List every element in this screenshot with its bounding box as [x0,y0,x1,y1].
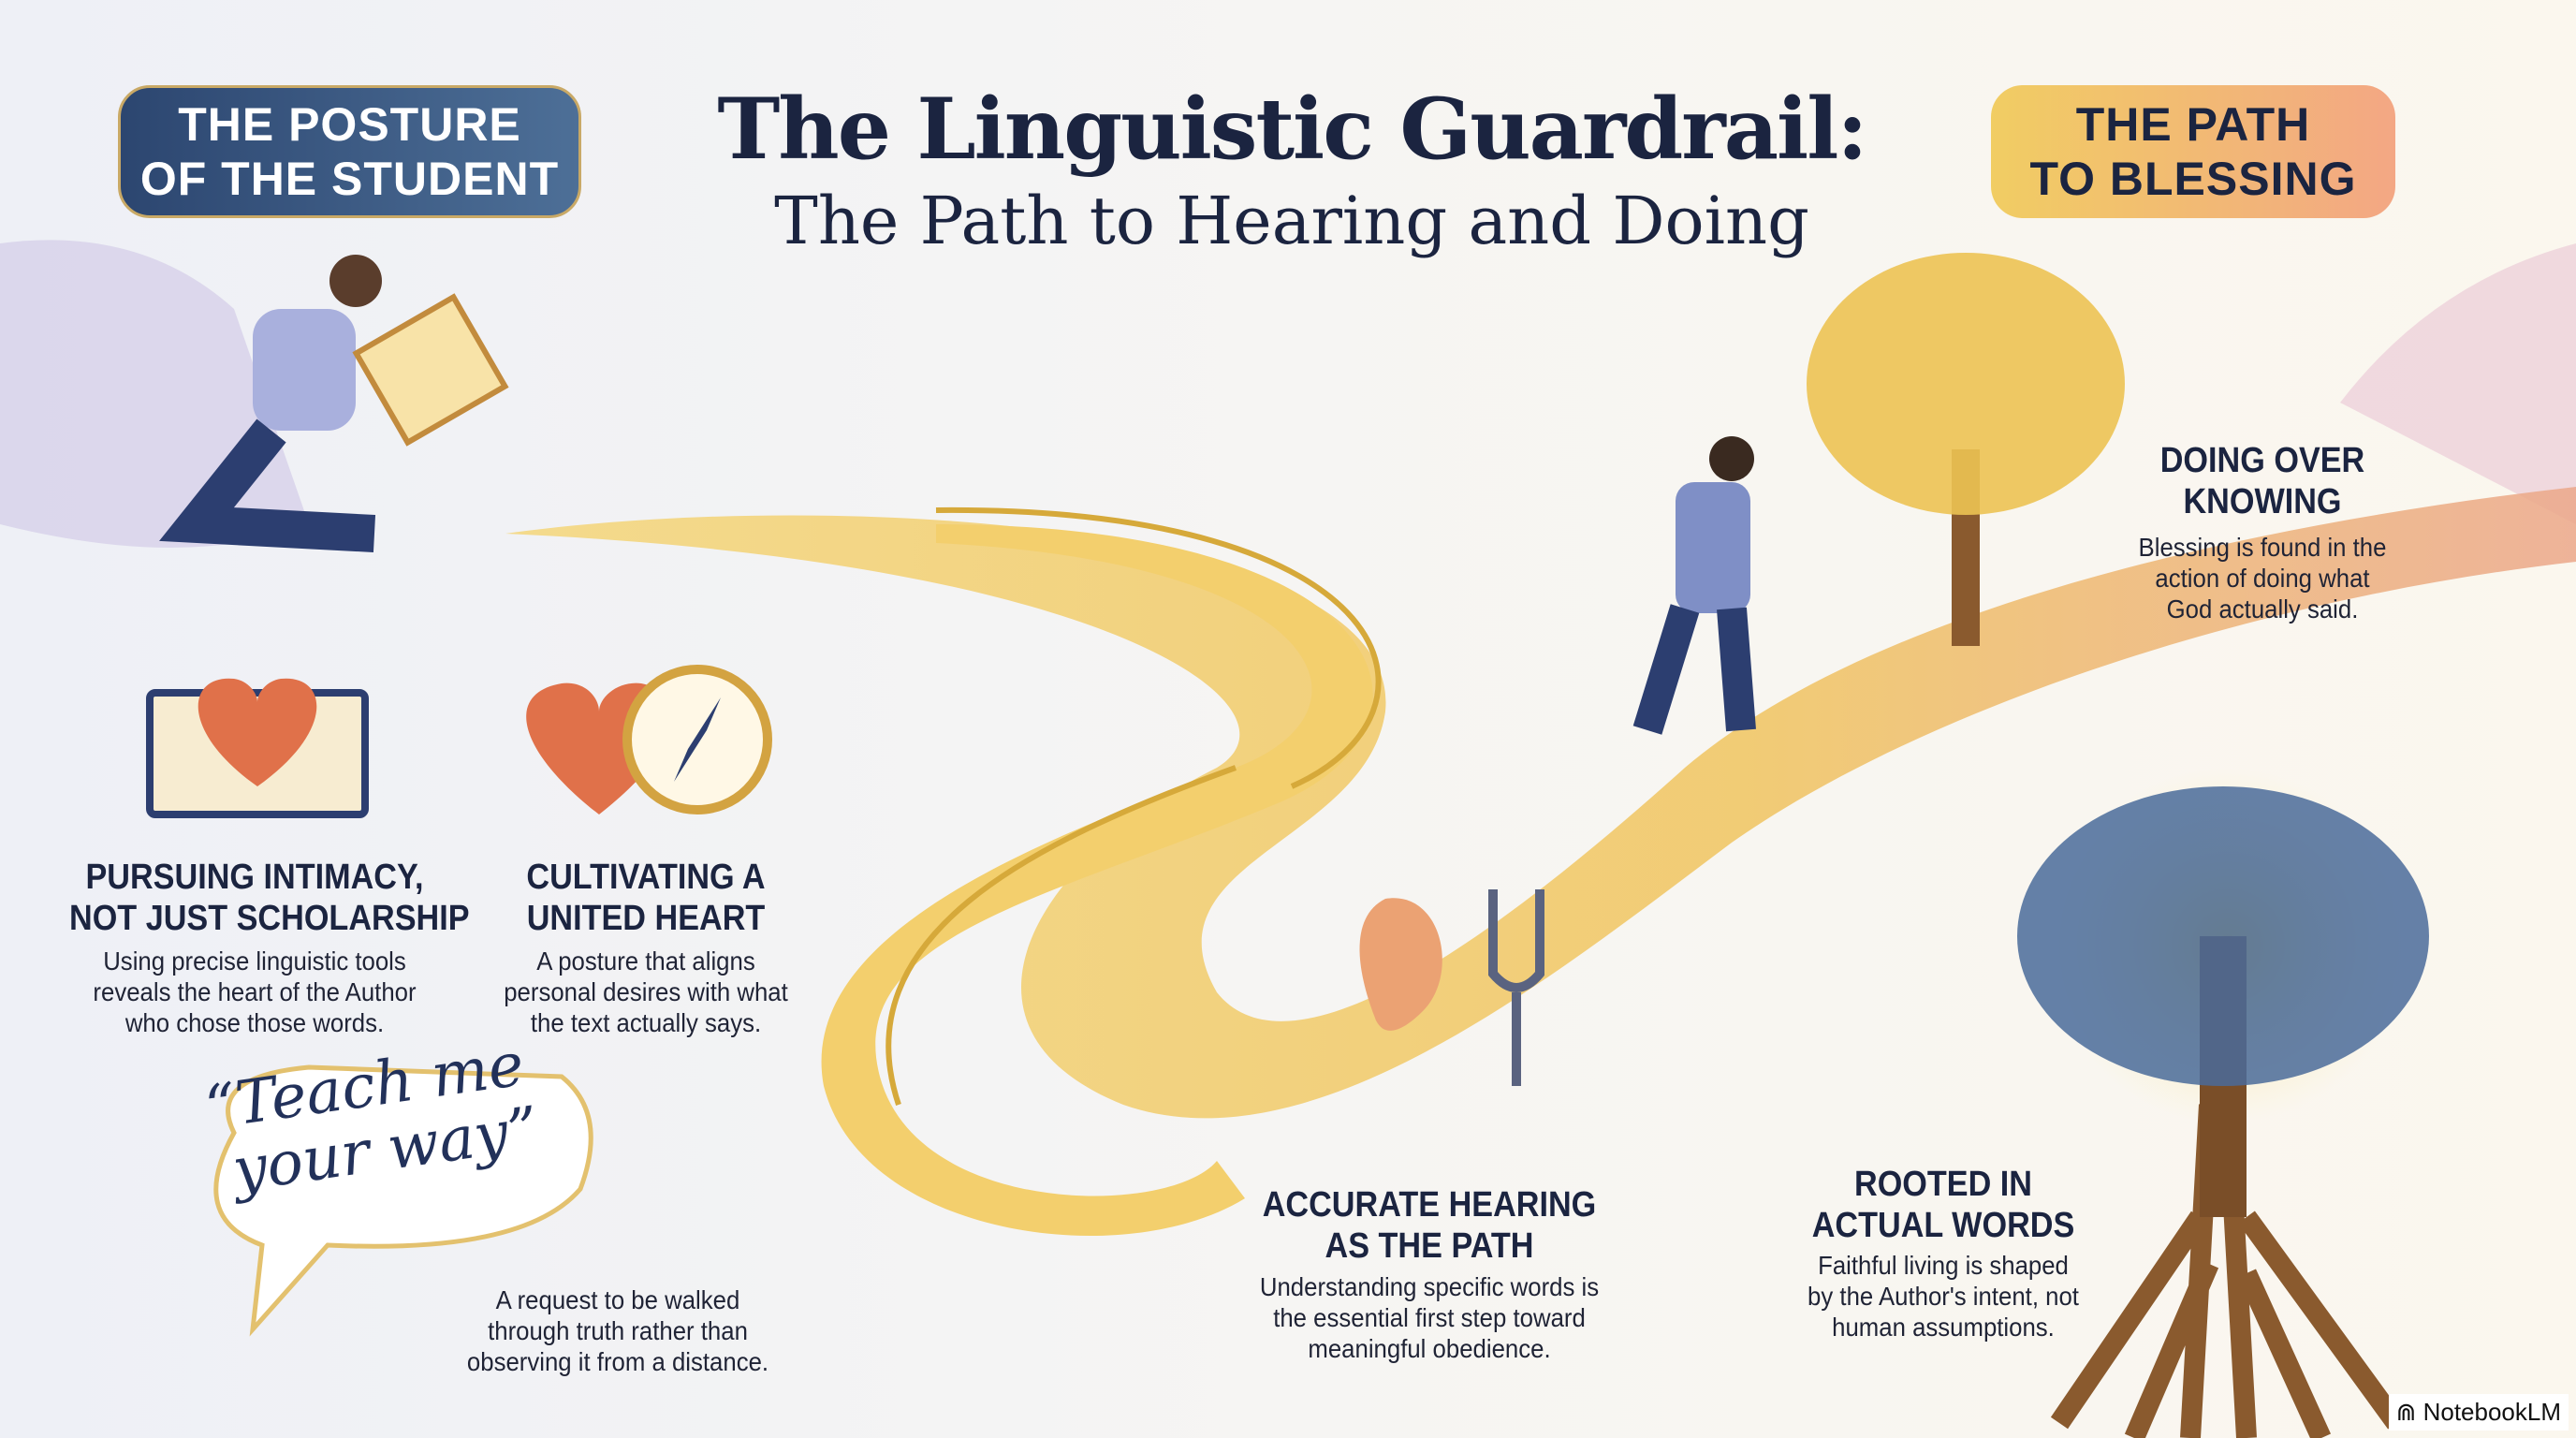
kneeling-student [159,255,509,552]
page-title: The Linguistic Guardrail: [717,80,1867,179]
page-subtitle: The Path to Hearing and Doing [774,183,1809,259]
speech-bubble [213,1064,593,1337]
badge-line: THE PATH [2075,98,2311,151]
notebooklm-watermark: ⋒ NotebookLM [2388,1394,2569,1431]
notebooklm-logo-icon: ⋒ [2395,1398,2423,1426]
guardrail-walkway [821,524,1373,1236]
badge-line: OF THE STUDENT [139,153,560,205]
big-tree [2017,786,2429,1438]
heart-compass-icon [526,665,772,814]
gardener-figure [1632,436,1756,735]
badge-line: TO BLESSING [2029,153,2357,205]
golden-tree [1807,253,2125,646]
section-heading: PURSUING INTIMACY,NOT JUST SCHOLARSHIP [69,858,470,938]
ear-tuning-fork-icon [1359,889,1544,1086]
winding-path [505,487,2576,1119]
watermark-text: NotebookLM [2422,1398,2561,1426]
badge-line: THE POSTURE [178,98,521,151]
right-hill [2340,243,2576,524]
open-book-heart-icon [146,678,369,818]
guardrail [886,506,1382,1106]
